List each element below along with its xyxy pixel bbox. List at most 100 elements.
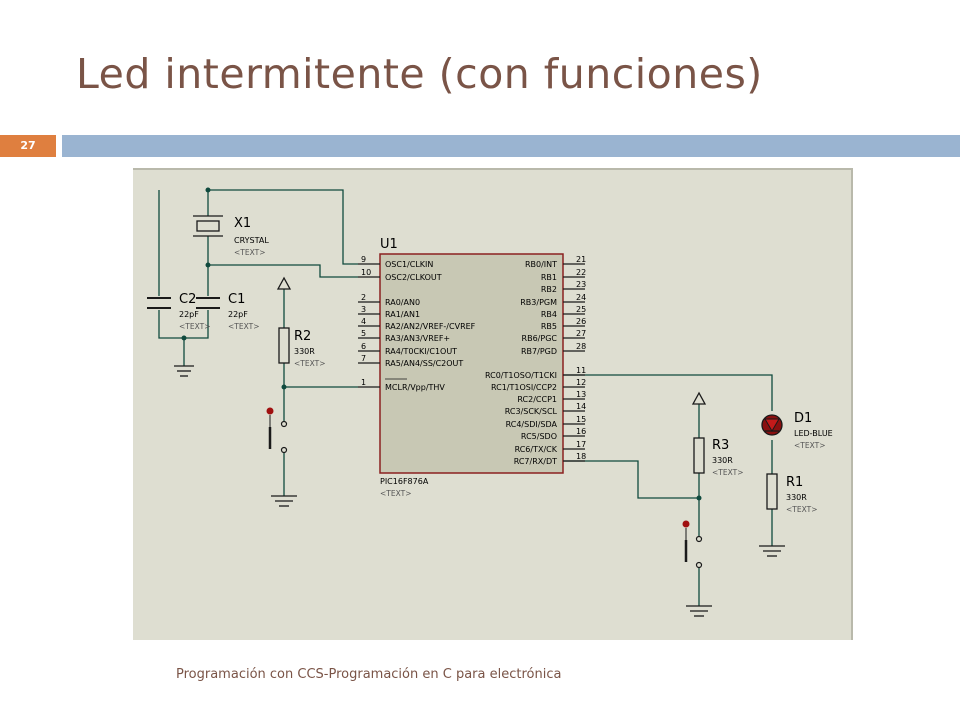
c1-value: 22pF (228, 310, 248, 319)
led-value: LED-BLUE (794, 429, 833, 438)
crystal-ref: X1 (234, 216, 251, 231)
push-button-2 (682, 520, 703, 569)
header-band (62, 135, 960, 157)
mcu-pin-name: OSC2/CLKOUT (385, 273, 442, 282)
mcu-pin-name: RA0/AN0 (385, 298, 420, 307)
mcu-pin-name: RA2/AN2/VREF-/CVREF (385, 322, 476, 331)
mcu-pin-number: 14 (576, 402, 586, 411)
mcu-pin-name: OSC1/CLKIN (385, 260, 433, 269)
wire-osc2 (208, 264, 358, 278)
slide-footer: Programación con CCS-Programación en C p… (176, 667, 562, 682)
mcu-pin-number: 16 (576, 427, 586, 436)
mcu-pin-number: 15 (576, 415, 586, 424)
capacitor-c2 (147, 297, 171, 309)
mcu-pin-name: RC6/TX/CK (515, 445, 558, 454)
c2-text-placeholder: <TEXT> (179, 322, 210, 331)
mcu-pin-number: 10 (361, 268, 371, 277)
wires (158, 189, 773, 606)
r2-value: 330R (294, 347, 315, 356)
mcu-pin-name: RA4/T0CKI/C1OUT (385, 347, 457, 356)
led-ref: D1 (794, 411, 812, 426)
r2-ref: R2 (294, 329, 311, 344)
slide-title: Led intermitente (con funciones) (76, 50, 763, 98)
ground-symbol-caps (174, 365, 194, 377)
r1-ref: R1 (786, 475, 803, 490)
mcu-pin-number: 18 (576, 452, 586, 461)
mcu-pin-name: RC1/T1OSI/CCP2 (491, 383, 557, 392)
c2-value: 22pF (179, 310, 199, 319)
mcu-pin-number: 28 (576, 342, 586, 351)
mcu-right-pins: 21RB0/INT22RB123RB224RB3/PGM25RB426RB527… (485, 255, 586, 466)
slide-number: 27 (0, 135, 56, 157)
mcu-pin-number: 13 (576, 390, 586, 399)
mcu-pin-number: 24 (576, 293, 586, 302)
ground-symbol-sw1 (271, 495, 297, 507)
mcu-body (379, 253, 564, 474)
junctions (181, 187, 702, 501)
mcu-pin-name: RB4 (541, 310, 557, 319)
mcu-pin-number: 2 (361, 293, 366, 302)
r3-ref: R3 (712, 438, 729, 453)
mcu-pin-number: 6 (361, 342, 366, 351)
mcu-pin-number: 7 (361, 354, 366, 363)
power-symbol-r2 (276, 276, 292, 290)
circuit-schematic: X1 CRYSTAL <TEXT> C2 22pF <TEXT> C1 22pF… (133, 168, 853, 640)
mcu-pin-name: RC7/RX/DT (514, 457, 557, 466)
mcu-pin-name: RC2/CCP1 (517, 395, 557, 404)
mcu-pin-name: RC3/SCK/SCL (505, 407, 558, 416)
r3-value: 330R (712, 456, 733, 465)
c2-ref: C2 (179, 292, 196, 307)
mcu-pin-number: 22 (576, 268, 586, 277)
mcu-pin-name: RB7/PGD (521, 347, 557, 356)
mcu-pin-name: MCLR/Vpp/THV (385, 383, 445, 392)
mcu-text-placeholder: <TEXT> (380, 489, 411, 498)
mcu-pin-name: RB5 (541, 322, 557, 331)
r3-text-placeholder: <TEXT> (712, 468, 743, 477)
r2-text-placeholder: <TEXT> (294, 359, 325, 368)
crystal-x1 (193, 215, 223, 237)
mcu-pin-number: 17 (576, 440, 586, 449)
mcu-pin-name: RC4/SDI/SDA (506, 420, 558, 429)
resistor-r1 (766, 473, 778, 510)
mcu-pin-name: RB1 (541, 273, 557, 282)
mcu-pin-number: 5 (361, 329, 366, 338)
mcu-pin-name: RB2 (541, 285, 557, 294)
mcu-pin-name: RB6/PGC (522, 334, 558, 343)
mcu-pin-number: 27 (576, 329, 586, 338)
ground-symbol-r1 (759, 545, 785, 557)
r1-text-placeholder: <TEXT> (786, 505, 817, 514)
ground-symbol-sw2 (686, 605, 712, 617)
mcu-pin-number: 3 (361, 305, 366, 314)
led-d1 (761, 414, 783, 436)
push-button-1 (266, 407, 288, 454)
capacitor-c1 (196, 297, 220, 309)
wire-rc7-r3 (563, 460, 699, 499)
mcu-pin-number: 1 (361, 378, 366, 387)
mcu-pin-name: RC0/T1OSO/T1CKI (485, 371, 557, 380)
mcu-pin-number: 12 (576, 378, 586, 387)
mcu-pin-number: 25 (576, 305, 586, 314)
mcu-pin-name: RB0/INT (525, 260, 557, 269)
mcu-pin-name: RA1/AN1 (385, 310, 420, 319)
wire-osc1 (208, 189, 358, 265)
c1-text-placeholder: <TEXT> (228, 322, 259, 331)
resistor-r2 (278, 327, 290, 364)
wire-rc0-led (563, 374, 773, 411)
mcu-pin-name: RA3/AN3/VREF+ (385, 334, 450, 343)
mcu-pin-number: 11 (576, 366, 586, 375)
mcu-ref: U1 (380, 237, 398, 252)
crystal-text-placeholder: <TEXT> (234, 248, 265, 257)
resistor-r3 (693, 437, 705, 474)
mcu-pin-number: 4 (361, 317, 366, 326)
mcu-pin-number: 9 (361, 255, 366, 264)
mcu-part: PIC16F876A (380, 477, 429, 486)
crystal-value: CRYSTAL (234, 236, 269, 245)
power-symbol-r3 (691, 391, 707, 405)
mcu-pin-name: RB3/PGM (520, 298, 557, 307)
mcu-pin-name: RA5/AN4/SS/C2OUT (385, 359, 463, 368)
mcu-pin-name: RC5/SDO (521, 432, 557, 441)
r1-value: 330R (786, 493, 807, 502)
mcu-pin-number: 23 (576, 280, 586, 289)
led-text-placeholder: <TEXT> (794, 441, 825, 450)
